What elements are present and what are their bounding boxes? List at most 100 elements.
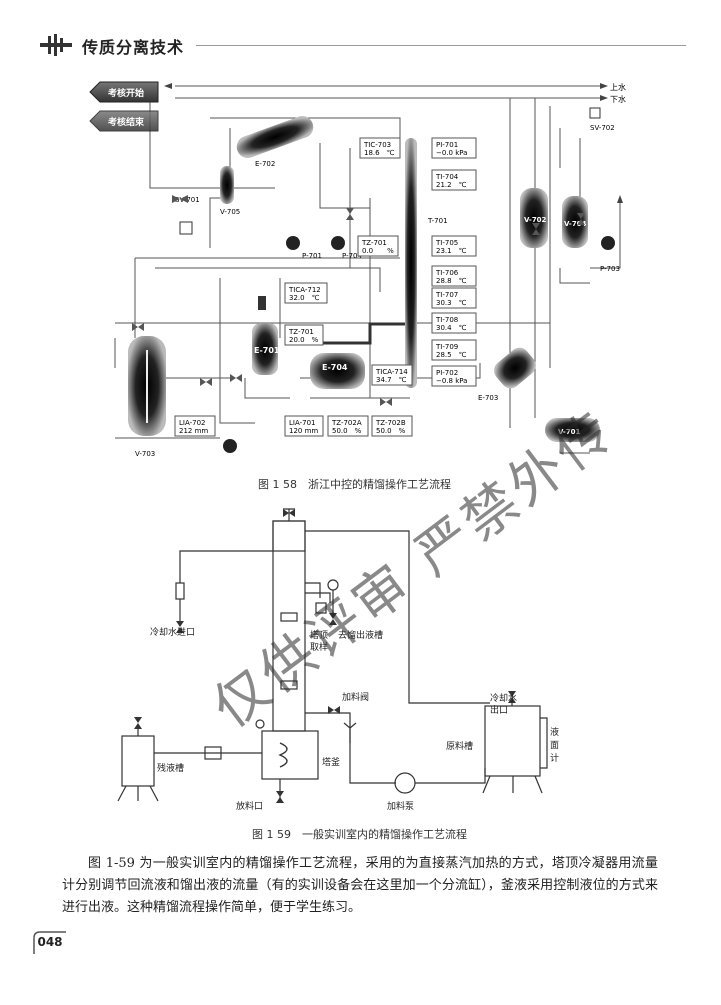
tank-v702: V-702: [520, 188, 548, 248]
svg-text:0.0 %: 0.0 %: [362, 247, 394, 255]
cooling-water-outlet-label-2: 出口: [490, 704, 508, 716]
body-paragraph: 图 1-59 为一般实训室内的精馏操作工艺流程，采用的为直接蒸汽加热的方式，塔顶…: [62, 856, 658, 915]
svg-text:PI-701: PI-701: [436, 141, 458, 149]
svg-text:考核结束: 考核结束: [108, 116, 145, 128]
end-exam-button[interactable]: 考核结束: [89, 110, 159, 132]
svg-text:V-702: V-702: [524, 216, 547, 224]
cooler-e703: E-703: [478, 347, 536, 402]
level-gauge-label-3: 计: [550, 752, 559, 764]
top-sample-label-1: 塔顶: [310, 629, 328, 641]
svg-text:P-704: P-704: [342, 252, 363, 260]
raw-tank-label: 原料槽: [446, 740, 473, 752]
svg-text:30.4 ℃: 30.4 ℃: [436, 324, 467, 332]
svg-text:P-703: P-703: [600, 265, 620, 273]
instrument-ti704: TI-704 21.2 ℃: [431, 169, 477, 191]
raw-material-tank: [484, 705, 541, 777]
svg-text:TZ-701: TZ-701: [288, 328, 314, 336]
safety-valve-sv702: SV-702: [589, 107, 615, 132]
instrument-tica712: TICA-712 32.0 ℃: [284, 282, 328, 304]
figure-1-59-caption: 图 1 59 一般实训室内的精馏操作工艺流程: [252, 828, 467, 841]
fig2-valves: [134, 509, 516, 803]
svg-text:23.1 ℃: 23.1 ℃: [436, 247, 467, 255]
feed-valve-label: 加料阀: [342, 691, 369, 703]
figure-1-58-diagram: 考核开始 考核结束 上水 下水 E-702 V-705 SV-701 V-703…: [89, 81, 626, 458]
tank-v701: V-701: [545, 418, 600, 442]
distillation-column: [272, 520, 306, 732]
svg-text:32.0 ℃: 32.0 ℃: [289, 294, 320, 302]
feed-pump-icon: [394, 772, 416, 794]
svg-text:T-701: T-701: [427, 217, 448, 225]
residue-tank-label: 残液槽: [157, 762, 184, 774]
svg-text:−0.8 kPa: −0.8 kPa: [436, 377, 467, 385]
instrument-ti708: TI-708 30.4 ℃: [431, 312, 477, 334]
to-distillate-tank-label: 去馏出液槽: [338, 629, 383, 641]
svg-text:120 mm: 120 mm: [289, 427, 318, 435]
svg-text:LIA-702: LIA-702: [179, 419, 206, 427]
svg-text:28.8 ℃: 28.8 ℃: [436, 277, 467, 285]
water-outlet-label: 下水: [610, 94, 626, 104]
svg-text:PI-702: PI-702: [436, 369, 458, 377]
svg-text:LIA-701: LIA-701: [289, 419, 316, 427]
svg-text:TIC-703: TIC-703: [363, 141, 391, 149]
start-exam-button[interactable]: 考核开始: [89, 81, 159, 103]
svg-text:212 mm: 212 mm: [179, 427, 208, 435]
svg-text:TZ-701: TZ-701: [361, 239, 387, 247]
svg-text:V-704: V-704: [564, 220, 587, 228]
svg-text:−0.0 kPa: −0.0 kPa: [436, 149, 467, 157]
tank-v704: V-704: [562, 196, 588, 248]
svg-text:考核开始: 考核开始: [108, 87, 144, 99]
page-number: 048: [30, 930, 70, 956]
water-inlet-label: 上水: [610, 82, 626, 92]
cooling-water-inlet-label: 冷却水进口: [150, 626, 195, 638]
instrument-tic703: TIC-703 18.6 ℃: [359, 137, 401, 159]
reboiler: [261, 730, 319, 780]
header-rule: [196, 45, 686, 46]
instrument-ti707: TI-707 30.3 ℃: [431, 287, 477, 309]
svg-text:34.7 ℃: 34.7 ℃: [376, 376, 407, 384]
svg-text:TZ-702A: TZ-702A: [331, 419, 362, 427]
top-sample-label-2: 取样: [310, 641, 328, 653]
svg-text:V-705: V-705: [220, 208, 240, 216]
svg-text:30.3 ℃: 30.3 ℃: [436, 299, 467, 307]
svg-text:TI-704: TI-704: [435, 173, 459, 181]
pump-p701: P-701: [286, 236, 322, 260]
level-gauge-label-2: 面: [550, 740, 559, 751]
pump-bottom: [223, 439, 237, 453]
reboiler-label: 塔釜: [322, 756, 340, 768]
tank-v703: V-703: [128, 336, 166, 458]
svg-text:20.0 %: 20.0 %: [289, 336, 319, 344]
pump-p704: P-704: [331, 236, 363, 260]
instrument-pi702: PI-702 −0.8 kPa: [431, 365, 477, 387]
figure-1-58-caption: 图 1 58 浙江中控的精馏操作工艺流程: [258, 478, 451, 491]
instrument-pi701: PI-701 −0.0 kPa: [431, 137, 477, 159]
svg-text:TI-706: TI-706: [435, 269, 459, 277]
chapter-mark-icon: [40, 34, 72, 56]
valves: [132, 195, 585, 406]
column-t701: T-701: [405, 138, 448, 388]
svg-text:50.0 %: 50.0 %: [376, 427, 406, 435]
residue-tank: [121, 735, 155, 787]
instrument-lia702: LIA-702 212 mm: [174, 415, 216, 437]
condenser-e702: E-702: [236, 116, 314, 168]
header-title: 传质分离技术: [82, 38, 185, 57]
instrument-ti705: TI-705 23.1 ℃: [431, 235, 477, 257]
reboiler-e701: E-701: [252, 296, 280, 375]
feed-pump-label: 加料泵: [387, 800, 414, 812]
instrument-ti706: TI-706 28.8 ℃: [431, 265, 477, 287]
svg-text:TI-705: TI-705: [435, 239, 458, 247]
svg-text:SV-702: SV-702: [590, 124, 615, 132]
svg-text:TICA-712: TICA-712: [288, 286, 321, 294]
svg-text:E-702: E-702: [255, 160, 275, 168]
drain-label: 放料口: [236, 800, 263, 812]
running-header: 传质分离技术: [0, 30, 721, 62]
svg-text:E-704: E-704: [322, 363, 348, 372]
cooling-water-outlet-label-1: 冷却水: [490, 692, 517, 704]
instrument-tz701a: TZ-701 0.0 %: [357, 235, 399, 257]
instrument-tz702a: TZ-702A 50.0 %: [327, 415, 369, 437]
instrument-tica714: TICA-714 34.7 ℃: [371, 364, 413, 386]
svg-text:28.5 ℃: 28.5 ℃: [436, 351, 467, 359]
svg-text:TI-707: TI-707: [435, 291, 458, 299]
svg-text:E-701: E-701: [254, 346, 280, 355]
flow-arrows: [164, 83, 623, 203]
svg-text:TZ-702B: TZ-702B: [375, 419, 406, 427]
